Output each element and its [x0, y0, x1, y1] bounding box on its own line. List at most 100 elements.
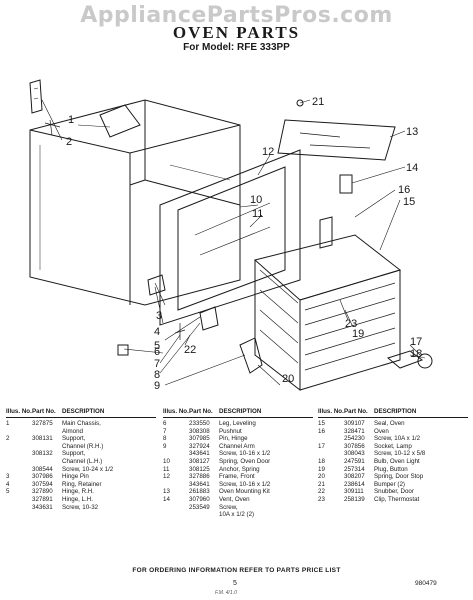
- part-no: 327890: [32, 488, 53, 496]
- table-row: 10 308127 Spring, Oven Door: [163, 458, 313, 466]
- part-no: [32, 443, 62, 451]
- part-no: 238614: [344, 480, 365, 488]
- watermark: AppliancePartsPros.com: [80, 3, 393, 28]
- description: Screw, 10A x 1/2: [374, 435, 421, 443]
- illus-no: 5: [6, 488, 10, 496]
- callout-7: 7: [154, 358, 160, 370]
- document-number: 980479: [415, 580, 437, 587]
- callout-4: 4: [154, 326, 160, 338]
- illus-no: 21: [318, 480, 325, 488]
- page-title: OVEN PARTS: [172, 23, 301, 42]
- callout-8: 8: [154, 369, 160, 381]
- illus-no: [318, 450, 344, 458]
- table-row: 308132 Support,: [6, 450, 156, 458]
- part-no: 233550: [189, 420, 210, 427]
- table-row: 5 327890 Hinge, R.H.: [6, 488, 156, 496]
- description: Screw, 10-24 x 1/2: [62, 465, 114, 473]
- part-no: 254230: [344, 435, 365, 443]
- part-no: 307960: [189, 495, 210, 503]
- part-no: [32, 458, 62, 466]
- part-no: 258139: [344, 495, 365, 503]
- description: 10A x 1/2 (2): [219, 511, 255, 519]
- illus-no: 6: [163, 420, 167, 427]
- callout-17: 17: [410, 336, 422, 348]
- part-no: 327924: [189, 442, 210, 450]
- table-row: Almond: [6, 428, 156, 436]
- print-stamp: F.M. 4/1.0: [215, 590, 237, 596]
- callout-6: 6: [154, 346, 160, 358]
- description: Snubber, Door: [374, 488, 414, 496]
- illus-no: 8: [163, 435, 167, 443]
- illus-no: 11: [163, 465, 170, 473]
- illus-no: 10: [163, 457, 170, 465]
- description: Support,: [62, 450, 86, 458]
- mounting-kit-drawing: [277, 99, 396, 161]
- main-chassis-drawing: [29, 99, 241, 306]
- illus-no: 1: [6, 420, 10, 427]
- part-no: 307985: [189, 435, 210, 443]
- part-no: 328471: [344, 427, 365, 435]
- part-no: 308127: [189, 457, 210, 465]
- illus-no: 3: [6, 473, 10, 481]
- part-no: 253549: [189, 503, 210, 511]
- description: Spring, Oven Door: [219, 457, 271, 465]
- illus-no: 7: [163, 427, 167, 435]
- support-channel-drawing: [29, 79, 43, 114]
- callout-23: 23: [345, 318, 357, 330]
- part-no: [189, 511, 219, 519]
- illus-no: [6, 428, 32, 436]
- table-row: 16 328471 Oven: [318, 428, 468, 436]
- illus-no: 15: [318, 420, 325, 427]
- illus-no: [163, 504, 189, 512]
- part-no: 308308: [189, 427, 210, 435]
- description: Channel (R.H.): [62, 442, 104, 450]
- vent-drawing: [339, 174, 353, 194]
- illus-no: [6, 450, 32, 458]
- illus-no: [163, 511, 189, 519]
- callout-3: 3: [156, 310, 162, 322]
- part-no: 261883: [189, 488, 210, 496]
- illus-no: [163, 481, 189, 489]
- callout-19: 19: [352, 328, 364, 340]
- description: Oven: [374, 427, 389, 435]
- callout-18: 18: [410, 348, 422, 360]
- part-no: 308131: [32, 435, 53, 443]
- part-no: 308132: [32, 450, 53, 458]
- part-no: 308125: [189, 465, 210, 473]
- part-no: 327875: [32, 420, 53, 427]
- part-no: 308207: [344, 473, 365, 481]
- illus-no: [6, 443, 32, 451]
- description: Frame, Front: [219, 473, 255, 481]
- callout-5: 5: [154, 340, 160, 352]
- hinge-hardware-drawing: [117, 274, 263, 374]
- description: Vent, Oven: [219, 495, 250, 503]
- table-header: Illus. No. Part No. DESCRIPTION: [163, 408, 262, 415]
- illus-no: 16: [318, 427, 325, 435]
- description: Screw, 10-16 x 1/2: [219, 480, 271, 488]
- model-subtitle: For Model: RFE 333PP: [183, 42, 290, 53]
- description: Bulb, Oven Light: [374, 457, 420, 465]
- description: Screw, 10-16 x 1/2: [219, 450, 271, 458]
- callout-9: 9: [154, 380, 160, 392]
- description: Hinge, R.H.: [62, 488, 94, 496]
- description: Almond: [62, 427, 83, 435]
- table-row: 10A x 1/2 (2): [163, 511, 313, 519]
